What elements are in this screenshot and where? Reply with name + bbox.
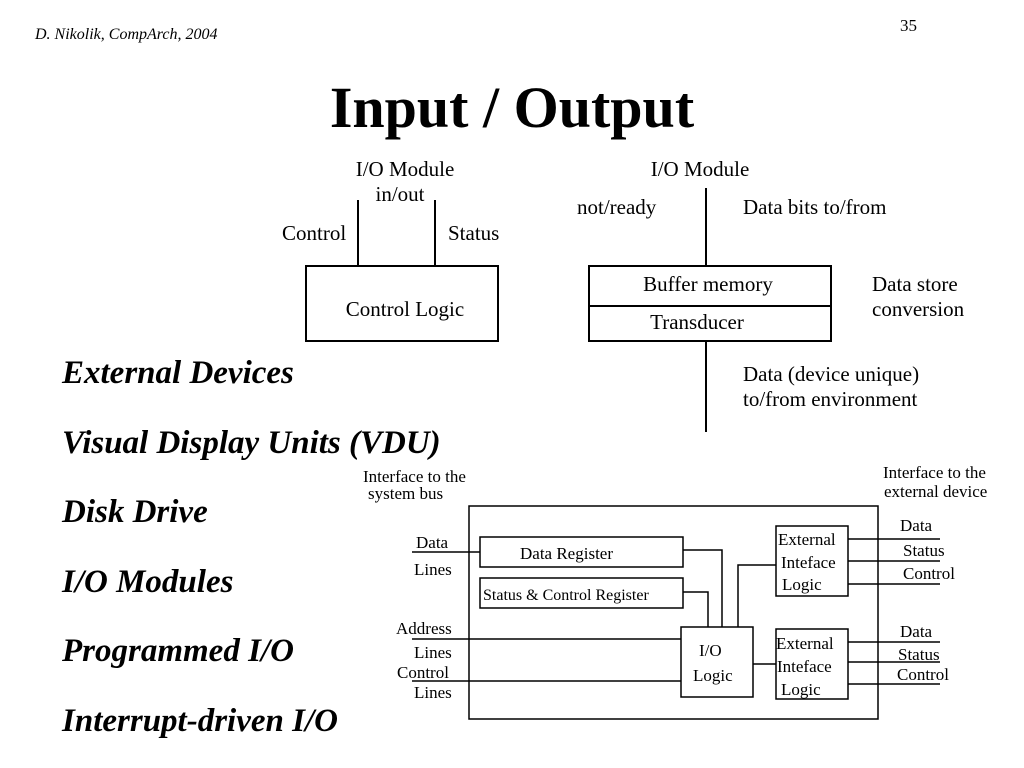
topic-item: Disk Drive (62, 494, 208, 530)
data-register-wire (683, 549, 723, 627)
ext-bottom-label-3: Logic (781, 680, 821, 699)
sysbus-label: system bus (368, 484, 443, 503)
topic-item: Programmed I/O (62, 633, 294, 669)
control-logic-label: Control Logic (346, 297, 464, 321)
control-logic-box (305, 265, 499, 342)
status-register-wire (683, 591, 709, 627)
left-module-label: I/O Module (356, 157, 455, 181)
io-module-diagram (412, 505, 940, 720)
ext-bottom-status-label: Status (898, 645, 940, 664)
inout-label: in/out (375, 182, 424, 206)
external-device-diagram (305, 188, 832, 432)
address-lines-caption: Lines (414, 643, 452, 662)
slide-page-number: 35 (900, 16, 917, 35)
topic-item: Visual Display Units (VDU) (62, 424, 441, 461)
io-logic-label-1: I/O (699, 641, 722, 660)
io-logic-label-2: Logic (693, 666, 733, 685)
control-label: Control (282, 221, 346, 245)
ext-top-label-3: Logic (782, 575, 822, 594)
topic-item: External Devices (62, 355, 294, 391)
ext-bottom-data-label: Data (900, 622, 933, 641)
ext-bottom-label-2: Inteface (777, 657, 832, 676)
external-device-labels: I/O Module in/out Control Status Control… (282, 157, 965, 411)
conversion-label: conversion (872, 297, 965, 321)
ext-top-label-1: External (778, 530, 836, 549)
topic-list: External Devices Visual Display Units (V… (62, 350, 441, 767)
transducer-label: Transducer (650, 310, 744, 334)
data-lines-caption: Lines (414, 560, 452, 579)
ext-bottom-control-label: Control (897, 665, 949, 684)
status-label: Status (448, 221, 499, 245)
io-logic-box (680, 626, 754, 698)
ext-top-status-label: Status (903, 541, 945, 560)
control-lines-label: Control (397, 663, 449, 682)
extdev-interface-label: Interface to the (883, 463, 986, 482)
not-ready-label: not/ready (577, 195, 657, 219)
ext-top-data-label: Data (900, 516, 933, 535)
buffer-transducer-box (588, 265, 832, 342)
status-register-label: Status & Control Register (483, 587, 649, 604)
slide-author: D. Nikolik, CompArch, 2004 (35, 26, 218, 43)
data-register-label: Data Register (520, 544, 613, 563)
ext-top-control-label: Control (903, 564, 955, 583)
ext-top-wire (737, 564, 776, 627)
status-register-box (479, 577, 684, 609)
environment-label: to/from environment (743, 387, 918, 411)
control-lines-caption: Lines (414, 683, 452, 702)
sysbus-interface-label: Interface to the (363, 467, 466, 486)
ext-bottom-label-1: External (776, 634, 834, 653)
slide-title: Input / Output (329, 75, 695, 140)
extdev-label: external device (884, 482, 987, 501)
data-store-label: Data store (872, 272, 958, 296)
topic-item: I/O Modules (62, 563, 234, 600)
device-unique-label: Data (device unique) (743, 362, 919, 386)
data-bits-label: Data bits to/from (743, 195, 886, 219)
data-lines-label: Data (416, 533, 449, 552)
io-module-labels: Interface to the system bus Interface to… (363, 463, 987, 702)
io-module-box (468, 505, 879, 720)
topic-item: Interrupt-driven I/O (62, 702, 338, 739)
buffer-memory-label: Buffer memory (643, 272, 773, 296)
ext-top-label-2: Inteface (781, 553, 836, 572)
address-label: Address (396, 619, 452, 638)
right-module-label: I/O Module (651, 157, 750, 181)
